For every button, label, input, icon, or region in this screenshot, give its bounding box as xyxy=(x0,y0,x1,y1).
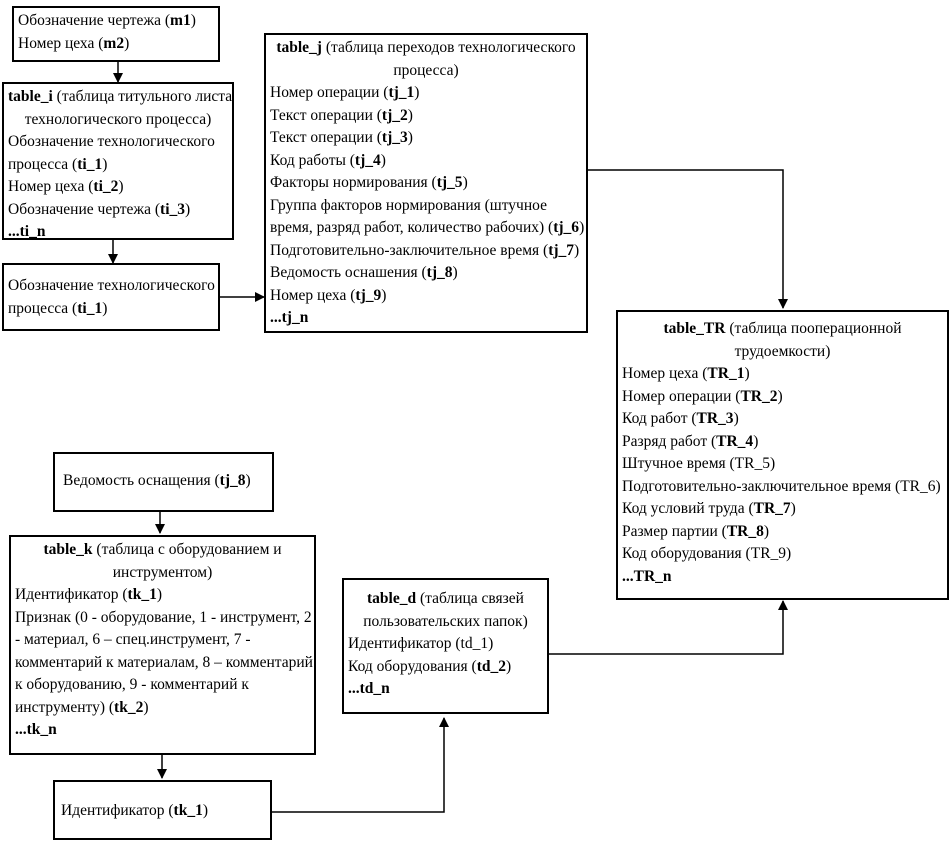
table-k-title: table_k (таблица с оборудованием и xyxy=(43,541,282,558)
table-k-row-2-a: Признак (0 - оборудование, 1 - инструмен… xyxy=(15,608,312,626)
table-i-more: ...ti_n xyxy=(8,223,46,240)
table-d-row-2: Код оборудования (td_2) xyxy=(348,657,512,675)
table-d-title: table_d (таблица связей xyxy=(367,590,524,607)
table-tr-subtitle: трудоемкости) xyxy=(734,342,831,360)
table-tr-row-5: Штучное время (TR_5) xyxy=(622,455,776,472)
table-tr-row-8: Размер партии (TR_8) xyxy=(622,522,770,540)
table-j-row-7: Подготовительно-заключительное время (tj… xyxy=(270,241,580,259)
box-tj8: Ведомость оснащения (tj_8) xyxy=(53,452,274,512)
table-d-more: ...td_n xyxy=(348,680,390,697)
ti1-line-1: Обозначение технологического xyxy=(8,277,215,294)
row-m2: Номер цеха (m2) xyxy=(18,34,130,52)
table-j-more: ...tj_n xyxy=(270,309,309,326)
arrow-table-j-to-table-tr xyxy=(588,169,788,309)
table-tr-more: ...TR_n xyxy=(622,567,672,585)
table-tr-row-6: Подготовительно-заключительное время (TR… xyxy=(622,477,941,495)
table-tr-row-4: Разряд работ (TR_4) xyxy=(622,432,759,450)
table-tr-row-1: Номер цеха (TR_1) xyxy=(622,365,750,382)
ti1-line-2: процесса (ti_1) xyxy=(8,299,108,317)
table-j-row-8: Ведомость оснашения (tj_8) xyxy=(270,264,458,281)
table-i-row-1-a: Обозначение технологического xyxy=(8,133,215,150)
tk1-line: Идентификатор (tk_1) xyxy=(61,802,209,819)
table-i-subtitle: технологического процесса) xyxy=(24,110,212,128)
table-j-row-6-a: Группа факторов нормирования (штучное xyxy=(270,196,547,214)
table-tr-row-3: Код работ (TR_3) xyxy=(622,410,739,427)
table-j-row-4: Код работы (tj_4) xyxy=(270,151,386,169)
table-j-row-9: Номер цеха (tj_9) xyxy=(270,286,387,304)
table-j-row-6-b: время, разряд работ, количество рабочих)… xyxy=(270,219,585,236)
table-j-row-3: Текст операции (tj_3) xyxy=(270,129,413,146)
table-i-title: table_i (таблица титульного листа xyxy=(8,88,233,105)
table-d-box: table_d (таблица связей пользовательских… xyxy=(342,578,549,714)
table-tr-row-7: Код условий труда (TR_7) xyxy=(622,500,796,517)
table-k-box: table_k (таблица с оборудованием и инстр… xyxy=(9,535,316,755)
table-j-row-5: Факторы нормирования (tj_5) xyxy=(270,174,468,191)
table-d-subtitle: пользовательских папок) xyxy=(363,612,528,630)
table-k-row-2-b: - материал, 6 – спец.инструмент, 7 - xyxy=(15,631,251,648)
table-k-row-2-c: комментарий к материалам, 8 – комментари… xyxy=(15,653,313,671)
arrow-table-d-to-table-tr xyxy=(549,600,788,655)
box-ti1: Обозначение технологического процесса (t… xyxy=(2,263,220,331)
table-k-more: ...tk_n xyxy=(15,721,57,738)
table-j-title: table_j (таблица переходов технологическ… xyxy=(276,39,576,56)
table-tr-title: table_TR (таблица пооперационной xyxy=(663,320,902,337)
table-j-row-2: Текст операции (tj_2) xyxy=(270,106,413,124)
table-j-row-1: Номер операции (tj_1) xyxy=(270,84,420,101)
table-tr-row-2: Номер операции (TR_2) xyxy=(622,387,783,405)
table-k-row-1: Идентификатор (tk_1) xyxy=(15,586,163,603)
table-i-row-1-b: процесса (ti_1) xyxy=(8,155,108,173)
table-tr-row-9: Код оборудования (TR_9) xyxy=(622,545,792,562)
table-k-row-2-d: к оборудованию, 9 - комментарий к xyxy=(15,676,249,693)
table-tr-box: table_TR (таблица пооперационной трудоем… xyxy=(616,310,949,600)
table-i-row-2: Номер цеха (ti_2) xyxy=(8,178,124,195)
tj8-line: Ведомость оснащения (tj_8) xyxy=(63,472,251,489)
table-k-subtitle: инструментом) xyxy=(112,563,213,581)
table-d-row-1: Идентификатор (td_1) xyxy=(348,635,494,652)
box-drawing-info: Обозначение чертежа (m1) Номер цеха (m2) xyxy=(12,6,220,62)
table-j-box: table_j (таблица переходов технологическ… xyxy=(264,33,588,333)
row-m1: Обозначение чертежа (m1) xyxy=(18,12,196,29)
table-i-row-3: Обозначение чертежа (ti_3) xyxy=(8,200,191,218)
table-k-row-2-e: инструменту) (tk_2) xyxy=(15,698,149,716)
box-tk1: Идентификатор (tk_1) xyxy=(53,780,272,840)
table-i-box: table_i (таблица титульного листа технол… xyxy=(2,82,234,240)
table-j-subtitle: процесса) xyxy=(393,61,459,79)
